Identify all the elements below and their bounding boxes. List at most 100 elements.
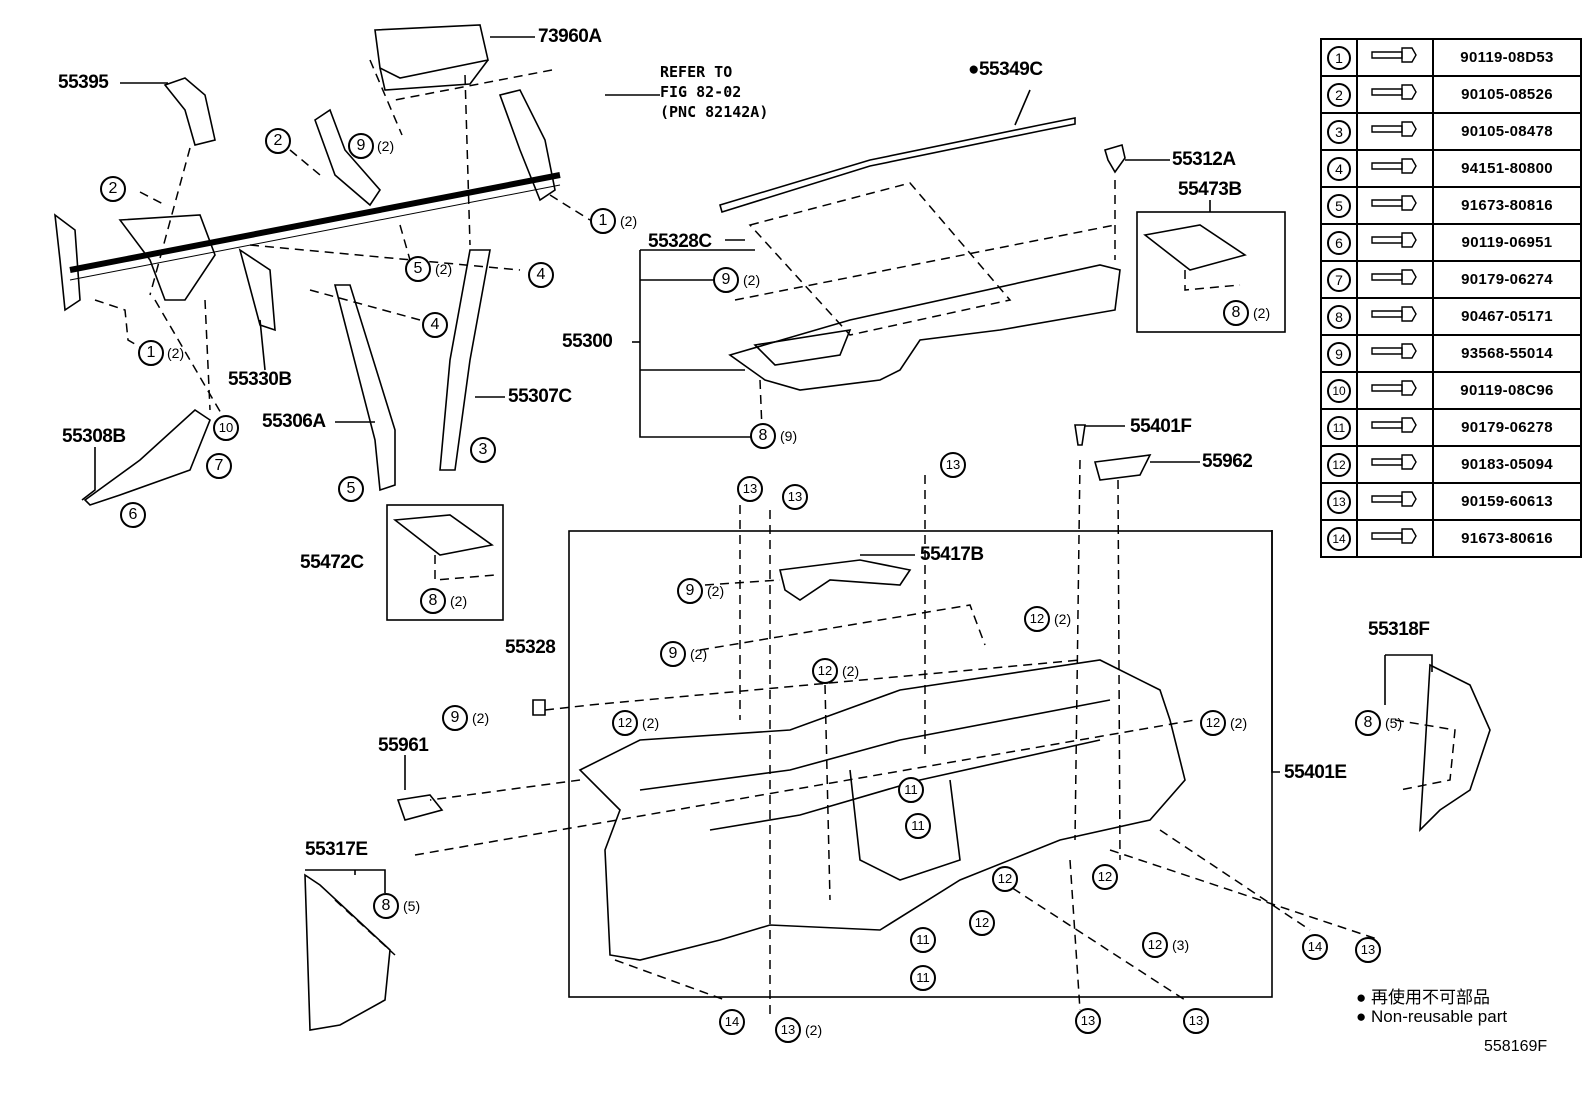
- quantity-label: (2): [1054, 611, 1072, 627]
- fastener-number: 5: [1327, 193, 1351, 218]
- fastener-number: 11: [1327, 415, 1351, 440]
- fastener-callout-13: 13: [1355, 937, 1381, 963]
- non-reusable-marker: ●: [968, 59, 979, 80]
- fastener-callout-13: 13: [782, 484, 808, 510]
- fastener-part-number: 93568-55014: [1432, 334, 1582, 373]
- fastener-callout-7: 7: [206, 453, 232, 479]
- fastener-icon: [1356, 186, 1434, 225]
- part-label-55330B: 55330B: [228, 369, 292, 390]
- quantity-label: (2): [377, 138, 395, 154]
- fastener-part-number: 90179-06278: [1432, 408, 1582, 447]
- fastener-number-cell: 11: [1320, 408, 1358, 447]
- fastener-icon: [1356, 482, 1434, 521]
- fastener-number: 13: [1327, 489, 1351, 514]
- part-label-55308B: 55308B: [62, 426, 126, 447]
- refer-note-line-3: (PNC 82142A): [660, 103, 769, 121]
- fastener-callout-9: 9: [713, 267, 739, 293]
- part-label-55417B: 55417B: [920, 544, 984, 565]
- fastener-number: 1: [1327, 45, 1351, 70]
- fastener-callout-11: 11: [910, 927, 936, 953]
- fastener-number-cell: 8: [1320, 297, 1358, 336]
- fastener-icon: [1356, 334, 1434, 373]
- quantity-label: (2): [690, 646, 708, 662]
- fastener-callout-11: 11: [910, 965, 936, 991]
- fastener-icon: [1356, 260, 1434, 299]
- refer-note-line-1: REFER TO: [660, 63, 733, 81]
- fastener-table-row: 8 90467-05171: [1320, 297, 1582, 336]
- part-label-55312A: 55312A: [1172, 149, 1236, 170]
- fastener-number: 10: [1327, 378, 1351, 403]
- quantity-label: (2): [450, 593, 468, 609]
- fastener-table-row: 9 93568-55014: [1320, 334, 1582, 373]
- fastener-number: 8: [1327, 304, 1351, 329]
- fastener-callout-2: 2: [100, 176, 126, 202]
- fastener-number-cell: 2: [1320, 75, 1358, 114]
- fastener-part-number: 90183-05094: [1432, 445, 1582, 484]
- fastener-part-number: 90467-05171: [1432, 297, 1582, 336]
- quantity-label: (2): [842, 663, 860, 679]
- fastener-number-cell: 4: [1320, 149, 1358, 188]
- fastener-callout-13: 13: [1075, 1008, 1101, 1034]
- part-label-55318F: 55318F: [1368, 619, 1430, 640]
- part-label-55307C: 55307C: [508, 386, 572, 407]
- quantity-label: (5): [403, 898, 421, 914]
- fastener-table-row: 11 90179-06278: [1320, 408, 1582, 447]
- fastener-number: 9: [1327, 341, 1351, 366]
- quantity-label: (2): [620, 213, 638, 229]
- fastener-callout-14: 14: [1302, 934, 1328, 960]
- quantity-label: (2): [805, 1022, 823, 1038]
- fastener-part-number: 90159-60613: [1432, 482, 1582, 521]
- part-label-55328: 55328: [505, 637, 556, 658]
- fastener-callout-5: 5: [405, 256, 431, 282]
- fastener-callout-2: 2: [265, 128, 291, 154]
- fastener-icon: [1356, 445, 1434, 484]
- fastener-number: 7: [1327, 267, 1351, 292]
- fastener-number: 3: [1327, 119, 1351, 144]
- fastener-number: 4: [1327, 156, 1351, 181]
- fastener-part-number: 91673-80616: [1432, 519, 1582, 558]
- quantity-label: (2): [1253, 305, 1271, 321]
- part-label-55306A: 55306A: [262, 411, 326, 432]
- fastener-part-number: 90119-08C96: [1432, 371, 1582, 410]
- fastener-callout-9: 9: [677, 578, 703, 604]
- fastener-icon: [1356, 112, 1434, 151]
- quantity-label: (2): [167, 345, 185, 361]
- fastener-callout-6: 6: [120, 502, 146, 528]
- fastener-callout-8: 8: [750, 423, 776, 449]
- fastener-icon: [1356, 38, 1434, 77]
- fastener-callout-5: 5: [338, 476, 364, 502]
- fastener-table-row: 10 90119-08C96: [1320, 371, 1582, 410]
- part-label-55328C: 55328C: [648, 231, 712, 252]
- part-label-55395: 55395: [58, 72, 109, 93]
- quantity-label: (2): [743, 272, 761, 288]
- fastener-callout-8: 8: [420, 588, 446, 614]
- part-label-55472C: 55472C: [300, 552, 364, 573]
- part-label-55961: 55961: [378, 735, 429, 756]
- fastener-number: 12: [1327, 452, 1351, 477]
- fastener-number-cell: 7: [1320, 260, 1358, 299]
- fastener-part-number: 90119-06951: [1432, 223, 1582, 262]
- fastener-callout-8: 8: [373, 893, 399, 919]
- fastener-icon: [1356, 371, 1434, 410]
- fastener-number: 14: [1327, 526, 1351, 551]
- legend-english: ● Non-reusable part: [1356, 1007, 1508, 1026]
- fastener-icon: [1356, 519, 1434, 558]
- part-label-55349C: ●55349C: [968, 59, 1043, 80]
- fastener-number-cell: 10: [1320, 371, 1358, 410]
- quantity-label: (2): [435, 261, 453, 277]
- fastener-number-cell: 12: [1320, 445, 1358, 484]
- quantity-label: (2): [1230, 715, 1248, 731]
- legend-japanese: ● 再使用不可部品: [1356, 988, 1491, 1007]
- fastener-callout-1: 1: [590, 208, 616, 234]
- fastener-callout-12: 12: [812, 658, 838, 684]
- fastener-icon: [1356, 297, 1434, 336]
- refer-note-line-2: FIG 82-02: [660, 83, 742, 101]
- quantity-label: (2): [642, 715, 660, 731]
- part-label-55473B: 55473B: [1178, 179, 1242, 200]
